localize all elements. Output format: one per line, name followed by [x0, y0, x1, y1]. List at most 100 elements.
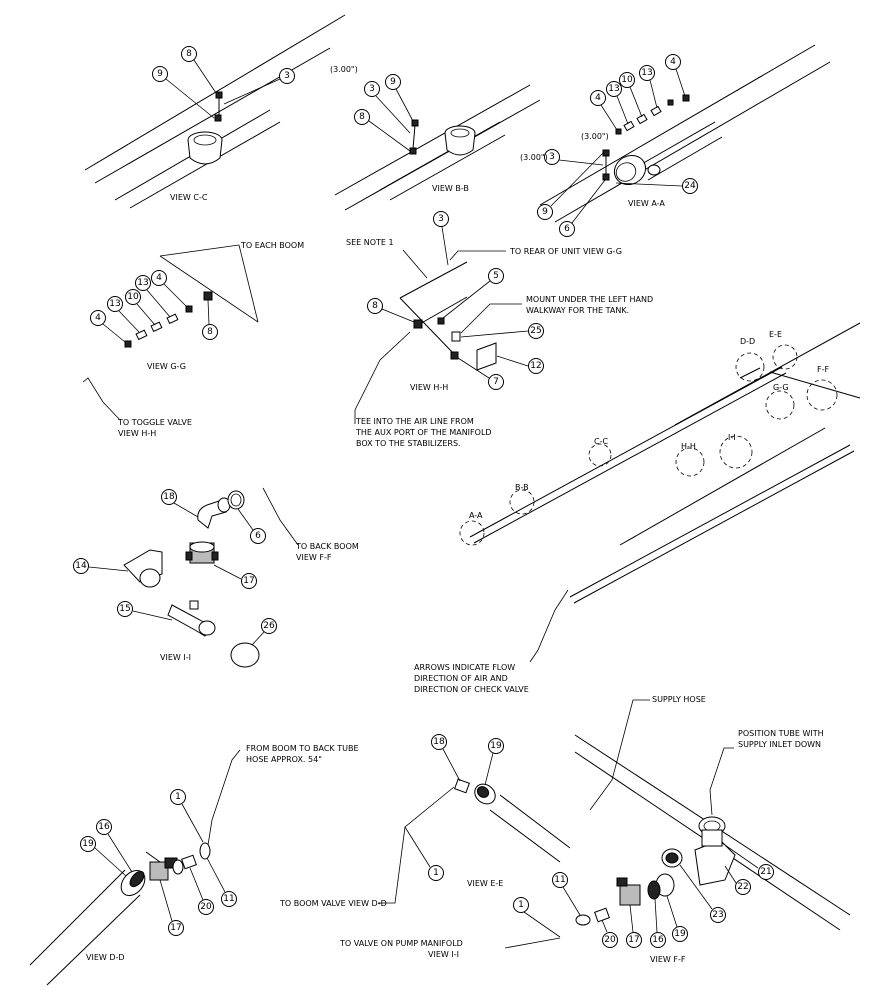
callout-ii-17: 17	[213, 564, 257, 589]
callout-ff-21: 21	[721, 842, 774, 880]
svg-text:20: 20	[604, 935, 616, 945]
svg-text:A-A: A-A	[469, 511, 483, 520]
gg-leader-toggle	[82, 377, 121, 421]
svg-text:H-H: H-H	[681, 442, 696, 451]
svg-text:23: 23	[712, 910, 723, 920]
callout-gg-10: 10	[125, 289, 156, 326]
tee-note-1: TEE INTO THE AIR LINE FROM	[355, 417, 474, 426]
view-b-b-group: 3 9 8 VIEW B-B	[334, 74, 541, 211]
overview-back-tube	[674, 322, 861, 426]
mount-note-2: WALKWAY FOR THE TANK.	[526, 306, 629, 315]
svg-text:17: 17	[243, 576, 254, 586]
callout-hh-8: 8	[367, 298, 415, 323]
ii-valve-17	[185, 541, 219, 564]
hh-fittings	[413, 317, 497, 371]
svg-text:3: 3	[284, 71, 290, 81]
to-rear-of-unit-note: TO REAR OF UNIT VIEW G-G	[509, 247, 622, 256]
svg-text:13: 13	[137, 278, 148, 288]
callout-ee-18: 18	[431, 734, 461, 782]
section-marker-b-b: B-B	[509, 483, 535, 515]
callout-aa-24: 24	[615, 178, 698, 194]
svg-text:11: 11	[223, 894, 234, 904]
svg-text:13: 13	[608, 84, 619, 94]
callout-ee-19: 19	[484, 738, 504, 786]
ii-elbow-14	[123, 549, 163, 588]
ee-fitting-18	[454, 778, 470, 794]
view-d-d-group: 1 16 19 17 20 11 FROM BOOM TO BACK TUBE …	[29, 744, 359, 986]
svg-text:22: 22	[737, 882, 748, 892]
svg-text:4: 4	[595, 93, 601, 103]
view-c-c-group: 8 9 3 (3.00") VIEW C-C	[84, 14, 358, 209]
svg-text:24: 24	[684, 181, 696, 191]
hh-air-line-3	[417, 296, 468, 326]
svg-text:18: 18	[163, 492, 175, 502]
callout-cc-8: 8	[181, 46, 217, 94]
callout-aa-4b: 4	[665, 54, 686, 97]
ee-boom-valve-leader	[378, 786, 455, 904]
arrows-note-1: ARROWS INDICATE FLOW	[414, 663, 515, 672]
to-boom-valve-note: TO BOOM VALVE VIEW D-D	[279, 899, 387, 908]
aa-inner-tube-2	[647, 136, 723, 181]
ii-tee-15	[167, 600, 216, 637]
to-back-boom-note-2: VIEW F-F	[296, 553, 332, 562]
view-a-a-label: VIEW A-A	[628, 199, 665, 208]
callout-hh-3: 3	[433, 211, 449, 266]
callout-aa-6: 6	[559, 179, 606, 237]
svg-text:12: 12	[530, 361, 541, 371]
svg-text:8: 8	[186, 49, 192, 59]
aa-dimension-upper: (3.00")	[581, 132, 609, 141]
arrows-note-2: DIRECTION OF AIR AND	[414, 674, 508, 683]
section-marker-f-f: F-F	[806, 365, 838, 411]
svg-text:14: 14	[75, 561, 87, 571]
callout-ff-22: 22	[724, 865, 751, 895]
view-i-i-group: 18 6 17 14 15 26 TO BACK BOOM VIEW F-F V…	[73, 487, 359, 668]
tee-note-2: THE AUX PORT OF THE MANIFOLD	[355, 428, 492, 437]
to-toggle-valve-note-1: TO TOGGLE VALVE	[117, 418, 192, 427]
callout-bb-3: 3	[364, 81, 411, 134]
view-g-g-group: TO EACH BOOM 4 13 10 13 4	[82, 241, 304, 438]
section-marker-a-a: A-A	[459, 511, 485, 546]
svg-text:8: 8	[372, 301, 378, 311]
callout-dd-1: 1	[170, 789, 204, 843]
ee-coupler-19	[474, 783, 496, 805]
cc-rail-2	[129, 121, 281, 209]
view-g-g-label: VIEW G-G	[147, 362, 186, 371]
section-marker-c-c: C-C	[588, 437, 612, 467]
svg-text:D-D: D-D	[740, 337, 755, 346]
callout-cc-3: 3	[223, 68, 295, 105]
svg-text:8: 8	[207, 327, 213, 337]
callout-ff-17: 17	[626, 904, 642, 948]
callout-ii-6: 6	[237, 508, 266, 544]
section-marker-g-g: G-G	[765, 383, 795, 420]
view-d-d-label: VIEW D-D	[86, 953, 125, 962]
view-f-f-group: 1 11 20 17 16 19 23 22	[339, 695, 851, 964]
dd-hose-leader	[207, 749, 241, 846]
svg-text:E-E: E-E	[769, 330, 782, 339]
view-h-h-label: VIEW H-H	[410, 383, 448, 392]
cc-boom-tube-edge-1	[84, 14, 346, 171]
callout-ii-15: 15	[117, 601, 173, 621]
callout-aa-3: 3	[544, 149, 604, 166]
aa-boom-tube-edge-2	[554, 61, 831, 223]
svg-text:6: 6	[255, 531, 261, 541]
from-boom-note-2: HOSE APPROX. 54"	[246, 755, 322, 764]
callout-hh-7: 7	[457, 357, 504, 390]
dd-nipple-20	[181, 854, 197, 870]
ee-tube-edge-1	[499, 794, 571, 849]
view-i-i-label: VIEW I-I	[160, 653, 191, 662]
svg-text:F-F: F-F	[817, 365, 829, 374]
ff-pump-leader	[504, 937, 561, 949]
to-pump-manifold-note-2: VIEW I-I	[428, 950, 459, 959]
callout-ff-16: 16	[650, 898, 666, 948]
svg-text:I-I: I-I	[728, 433, 736, 442]
ii-elbow-18	[197, 497, 231, 529]
arrows-note-3: DIRECTION OF CHECK VALVE	[414, 685, 529, 694]
callout-gg-4b: 4	[151, 270, 188, 308]
callout-gg-13b: 13	[135, 275, 171, 318]
see-note-1: SEE NOTE 1	[346, 238, 394, 247]
view-h-h-group: SEE NOTE 1 TO REAR OF UNIT VIEW G-G 3 5 …	[346, 211, 653, 448]
svg-text:13: 13	[641, 68, 652, 78]
svg-text:17: 17	[628, 935, 639, 945]
